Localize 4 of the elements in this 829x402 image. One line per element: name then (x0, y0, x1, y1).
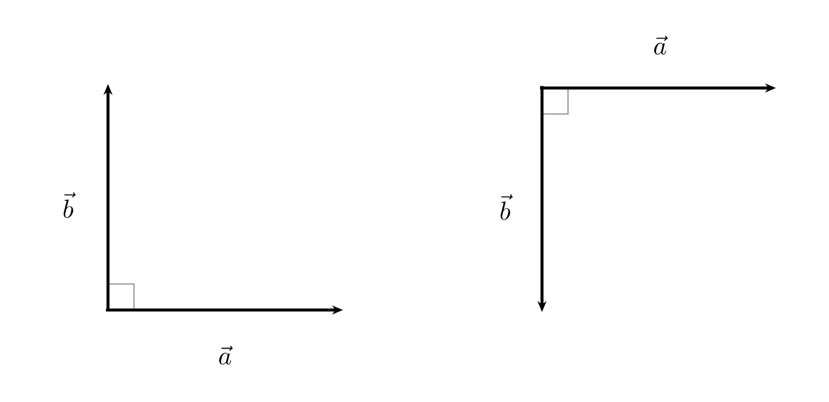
vector-label: $\vec{b}$ (500, 194, 513, 220)
vector-label: $\vec{a}$ (219, 346, 233, 365)
vector-label: $\vec{a}$ (654, 36, 668, 55)
vector-label: $\vec{b}$ (64, 192, 76, 218)
